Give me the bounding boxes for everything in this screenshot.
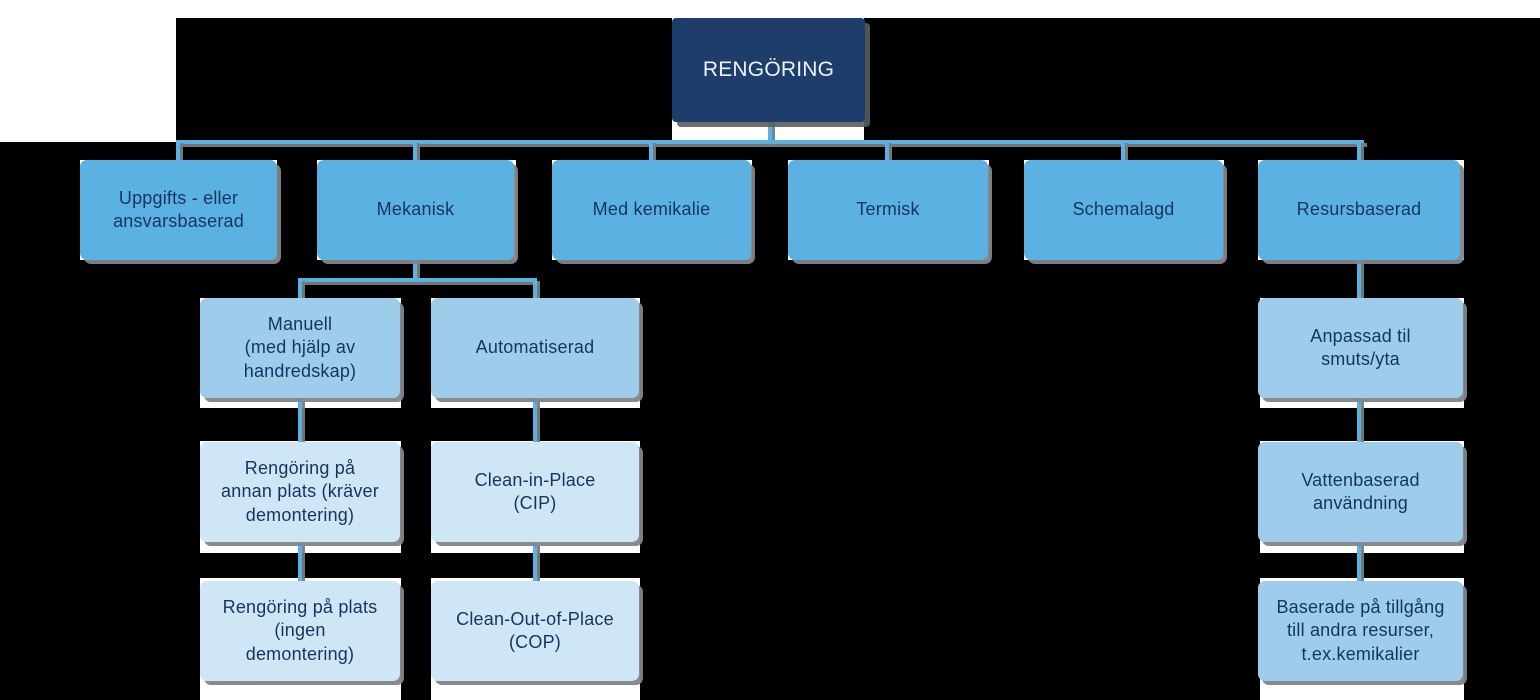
- node-anpassad-till-smuts-yta[interactable]: Anpassad til smuts/yta: [1258, 298, 1463, 398]
- connector-automatiserad-to-cip: [533, 398, 537, 442]
- connector-resursbaserad-to-anpassad: [1357, 258, 1361, 300]
- node-resursbaserad[interactable]: Resursbaserad: [1258, 160, 1460, 260]
- connector-to-termisk: [885, 140, 889, 162]
- connector-annanplats-to-paplats: [298, 543, 302, 581]
- connector-to-manuell: [298, 278, 302, 300]
- background-band-row4-gap1: [401, 408, 431, 553]
- node-uppgifts-eller-ansvarsbaserad[interactable]: Uppgifts - eller ansvarsbaserad: [80, 160, 277, 260]
- node-manuell[interactable]: Manuell (med hjälp av handredskap): [200, 298, 400, 398]
- background-band-row2-mid2: [516, 160, 552, 260]
- connector-to-mekanisk: [413, 140, 417, 162]
- connector-level2-bus: [176, 140, 1364, 144]
- node-vattenbaserad-anvandning[interactable]: Vattenbaserad användning: [1258, 442, 1463, 542]
- background-band-row2-left: [0, 142, 80, 260]
- connector-to-schemalagd: [1121, 140, 1125, 162]
- background-band-row4-right: [1464, 408, 1540, 553]
- background-band-row5-left: [0, 553, 200, 700]
- connector-anpassad-to-vattenbaserad: [1357, 398, 1361, 442]
- node-rengoring-pa-annan-plats[interactable]: Rengöring på annan plats (kräver demonte…: [200, 442, 400, 542]
- background-band-row3-left: [0, 260, 200, 408]
- background-band-row2-right: [1464, 18, 1540, 260]
- connector-to-uppgifts: [176, 140, 180, 162]
- node-med-kemikalie[interactable]: Med kemikalie: [552, 160, 751, 260]
- background-band-row2-mid4: [989, 160, 1024, 260]
- node-baserade-pa-tillgang[interactable]: Baserade på tillgång till andra resurser…: [1258, 581, 1463, 681]
- connector-cip-to-cop: [533, 543, 537, 581]
- background-band-row5-gap2: [640, 553, 1260, 700]
- background-band-row2-gaps: [0, 142, 1540, 160]
- background-band-row2-mid3: [752, 160, 788, 260]
- background-band-top: [864, 18, 1540, 142]
- connector-root-stem: [768, 120, 772, 144]
- background-band-row4-gap2: [640, 408, 1260, 553]
- connector-to-automatiserad: [533, 278, 537, 300]
- background-band-row2-mid5: [1224, 160, 1258, 260]
- node-clean-in-place[interactable]: Clean-in-Place (CIP): [431, 442, 639, 542]
- background-band-row3-right: [1464, 260, 1540, 408]
- connector-to-resursbaserad: [1357, 140, 1361, 162]
- background-band-row5-gap1: [401, 553, 431, 700]
- connector-manuell-to-annanplats: [298, 398, 302, 442]
- node-termisk[interactable]: Termisk: [788, 160, 988, 260]
- connector-mekanisk-bus: [298, 278, 536, 282]
- background-band-row2-mid: [277, 160, 317, 260]
- node-root-rengoring[interactable]: RENGÖRING: [672, 18, 865, 122]
- node-mekanisk[interactable]: Mekanisk: [317, 160, 514, 260]
- connector-vattenbaserad-to-baserade: [1357, 543, 1361, 581]
- node-automatiserad[interactable]: Automatiserad: [431, 298, 639, 398]
- background-band-row3-gap1: [401, 260, 431, 408]
- background-band-row3-gap2: [640, 260, 1260, 408]
- node-clean-out-of-place[interactable]: Clean-Out-of-Place (COP): [431, 581, 639, 681]
- background-band-row5-right: [1464, 553, 1540, 700]
- connector-mekanisk-stem: [413, 258, 417, 280]
- background-band-upper-left: [176, 18, 672, 142]
- connector-to-kemikalie: [649, 140, 653, 162]
- node-schemalagd[interactable]: Schemalagd: [1024, 160, 1223, 260]
- background-band-row4-left: [0, 408, 200, 553]
- node-rengoring-pa-plats[interactable]: Rengöring på plats (ingen demontering): [200, 581, 400, 681]
